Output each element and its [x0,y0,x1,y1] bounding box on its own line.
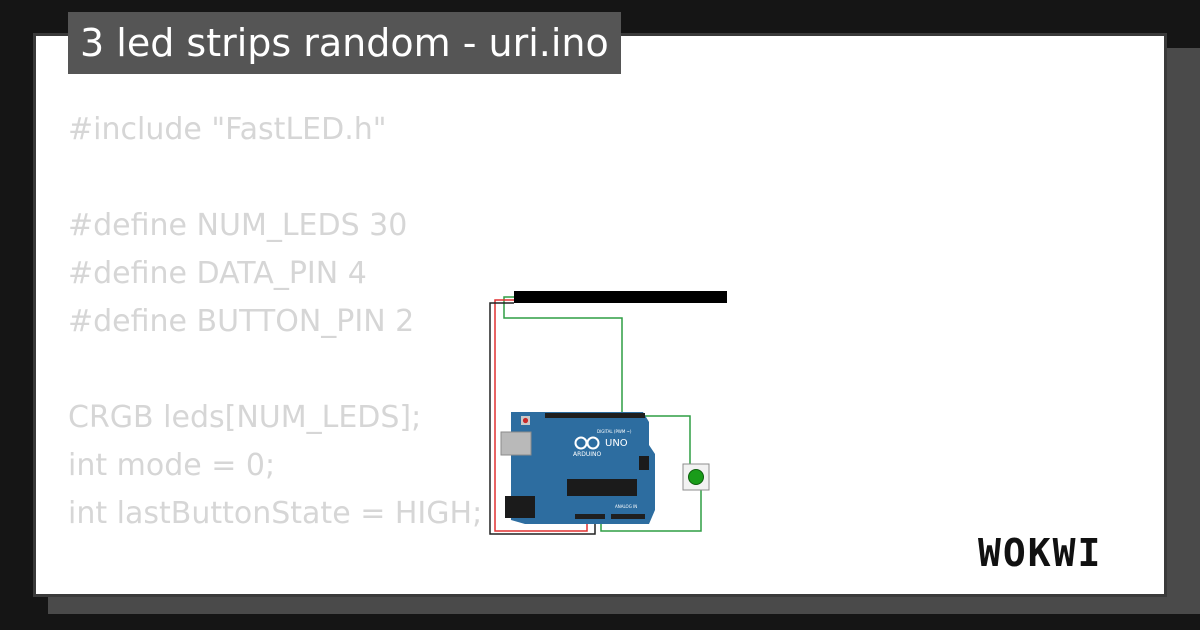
wire-green-data [503,296,623,413]
code-line [68,346,482,394]
digital-pins-label: DIGITAL (PWM ~) [597,429,632,434]
preview-card: #include "FastLED.h" #define NUM_LEDS 30… [33,33,1167,597]
power-header [575,514,605,519]
analog-header [611,514,645,519]
board-model-label: UNO [605,438,628,449]
wokwi-logo: WOKWI [978,531,1102,575]
code-line: int mode = 0; [68,448,276,483]
wokwi-logo-text: WOKWI [978,531,1102,575]
wire-green-button-top [637,415,691,466]
code-line [68,154,482,202]
wire-black-ground [489,302,596,535]
code-line: void setup() { [68,586,482,594]
project-title: 3 led strips random - uri.ino [68,12,621,74]
code-line: int lastButtonState = HIGH; [68,496,483,531]
usb-port [500,431,532,456]
microcontroller-chip [567,479,637,496]
board-brand-label: ARDUINO [573,451,602,458]
code-preview: #include "FastLED.h" #define NUM_LEDS 30… [68,106,483,594]
led-strip [514,291,727,303]
code-line: #define DATA_PIN 4 [68,256,367,291]
circuit-diagram: UNO ARDUINO DIGITAL (PWM ~) ANALOG IN [489,291,727,535]
digital-header [545,413,645,418]
power-jack [505,496,535,518]
code-line: #define BUTTON_PIN 2 [68,304,415,339]
code-line: #include "FastLED.h" [68,112,387,147]
code-line: CRGB leds[NUM_LEDS]; [68,400,422,435]
code-line: #define NUM_LEDS 30 [68,208,408,243]
code-line [68,538,482,586]
analog-pins-label: ANALOG IN [615,504,637,509]
push-button [682,463,710,491]
arduino-uno-board: UNO ARDUINO DIGITAL (PWM ~) ANALOG IN [500,412,655,524]
